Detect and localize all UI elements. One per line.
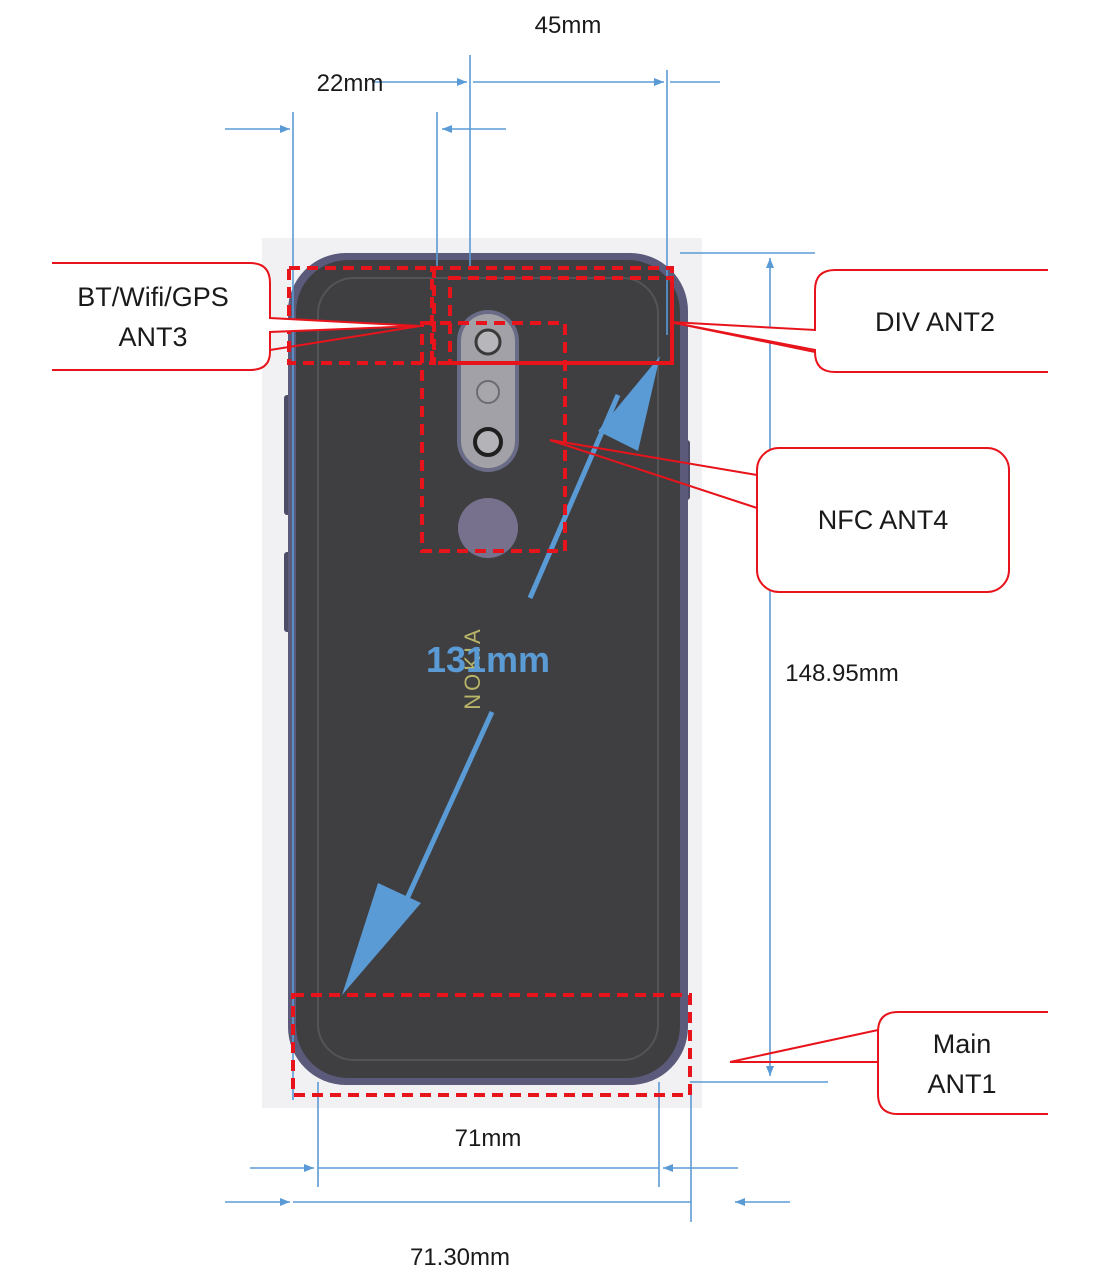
- dim-label-diagonal: 131mm: [426, 639, 550, 680]
- camera-lens-1: [474, 328, 502, 356]
- callout-bt-wifi-gps-line2: ANT3: [118, 322, 187, 352]
- width-dimensions-bottom: [225, 1082, 790, 1222]
- fingerprint-sensor: [458, 498, 518, 558]
- callout-main-line2: ANT1: [927, 1069, 996, 1099]
- dim-label-outer-width: 71.30mm: [410, 1244, 510, 1271]
- callout-div: DIV ANT2: [669, 269, 1048, 373]
- ant1-area: [291, 993, 692, 1097]
- callout-bt-wifi-gps-line1: BT/Wifi/GPS: [77, 282, 229, 312]
- ant3-area: [287, 266, 436, 365]
- callout-main: Main ANT1: [729, 1011, 1048, 1115]
- callout-div-line1: DIV ANT2: [875, 307, 995, 337]
- nokia-logo: NOKIA: [460, 626, 485, 709]
- camera-lens-2: [476, 380, 500, 404]
- phone-back-panel: [296, 260, 680, 1078]
- ant2-inner-area: [448, 276, 674, 365]
- antenna-areas: [287, 266, 692, 1097]
- callout-bt-wifi-gps: BT/Wifi/GPS ANT3: [52, 262, 421, 371]
- camera-lens-3: [473, 427, 503, 457]
- diagonal-dimension: [342, 356, 660, 995]
- dim-label-top-width: 45mm: [535, 12, 602, 39]
- callout-nfc-line1: NFC ANT4: [818, 505, 949, 535]
- dim-label-height: 148.95mm: [785, 660, 898, 687]
- dimension-lines-top: [225, 55, 720, 1100]
- height-dimension: [680, 252, 828, 1083]
- dim-label-inner-width: 71mm: [455, 1125, 522, 1152]
- callout-nfc: NFC ANT4: [549, 439, 1010, 593]
- ant2-area: [430, 266, 674, 365]
- callout-main-line1: Main: [933, 1029, 992, 1059]
- ant4-area: [420, 321, 567, 553]
- dim-label-top-offset: 22mm: [317, 70, 384, 97]
